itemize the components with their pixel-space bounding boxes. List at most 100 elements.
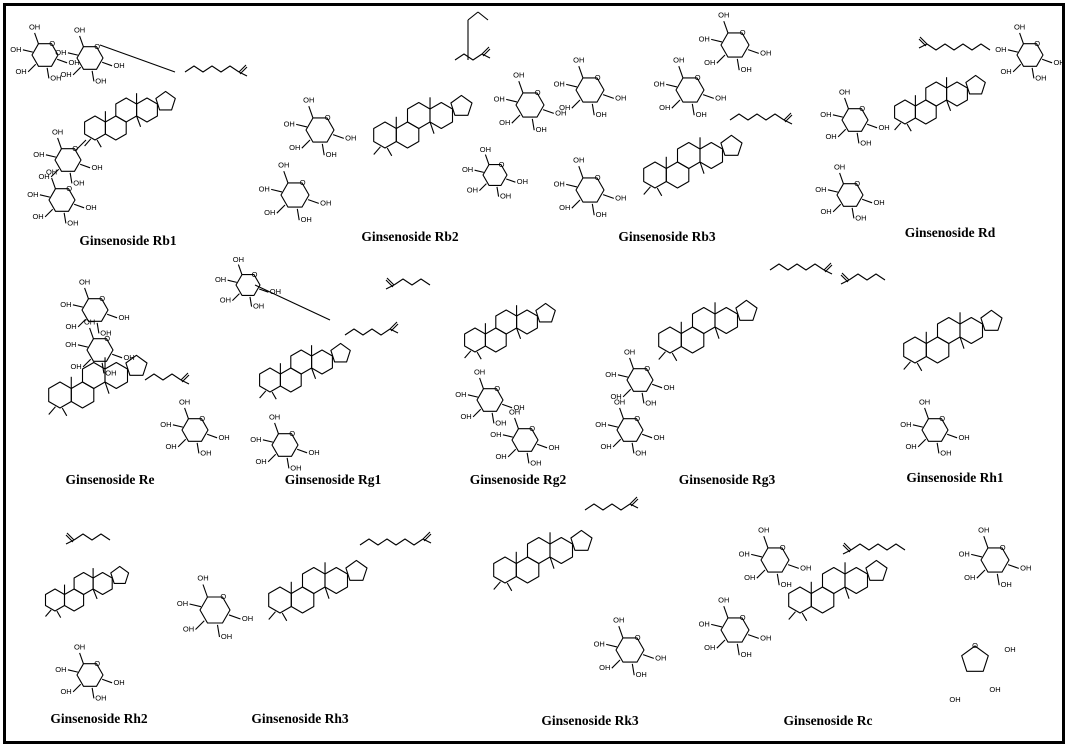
structure-rb1: OOHOHOHOHOHOOHOHOHOHOHOOHOHOHOHOHOOHOHOH… [10,23,248,227]
hydroxyl-label: OH [760,633,771,642]
hydroxyl-label: OH [825,132,836,141]
ring-oxygen-label: O [529,424,535,433]
hydroxyl-label: OH [696,110,707,119]
hydroxyl-label: OH [654,79,665,88]
hydroxyl-label: OH [573,56,584,65]
hydroxyl-label: OH [197,573,208,582]
hydroxyl-label: OH [741,650,752,659]
hydroxyl-label: OH [308,448,319,457]
hydroxyl-label: OH [839,88,850,97]
hydroxyl-label: OH [455,390,466,399]
hydroxyl-label: OH [1053,58,1064,67]
hydroxyl-label: OH [320,198,331,207]
hydroxyl-label: OH [220,296,231,305]
hydroxyl-label: OH [67,218,78,227]
hydroxyl-label: OH [70,362,81,371]
hydroxyl-label: OH [900,420,911,429]
hydroxyl-label: OH [1035,73,1046,82]
ring-oxygen-label: O [939,414,945,423]
caption-rd: Ginsenoside Rd [904,225,996,240]
hydroxyl-label: OH [50,73,61,82]
hydroxyl-label: OH [462,165,473,174]
hydroxyl-label: OH [673,56,684,65]
hydroxyl-label: OH [718,11,729,20]
hydroxyl-label: OH [95,76,106,85]
hydroxyl-label: OH [218,433,229,442]
ring-oxygen-label: O [300,178,306,187]
ring-oxygen-label: O [695,73,701,82]
hydroxyl-label: OH [160,420,171,429]
hydroxyl-label: OH [820,207,831,216]
ring-oxygen-label: O [595,173,601,182]
hydroxyl-label: OH [278,161,289,170]
hydroxyl-label: OH [253,302,264,311]
hydroxyl-label: OH [480,145,491,154]
hydroxyl-label: OH [718,596,729,605]
hydroxyl-label: OH [1020,563,1031,572]
hydroxyl-label: OH [613,616,624,625]
hydroxyl-label: OH [15,67,26,76]
hydroxyl-label: OH [554,179,565,188]
hydroxyl-label: OH [60,70,71,79]
hydroxyl-label: OH [326,150,337,159]
hydroxyl-label: OH [113,61,124,70]
caption-rg3: Ginsenoside Rg3 [678,472,776,487]
hydroxyl-label: OH [704,58,715,67]
hydroxyl-label: OH [60,687,71,696]
hydroxyl-label: OH [29,23,40,32]
hydroxyl-label: OH [250,435,261,444]
caption-rc: Ginsenoside Rc [783,713,873,728]
hydroxyl-label: OH [509,408,520,417]
hydroxyl-label: OH [559,103,570,112]
hydroxyl-label: OH [517,177,528,186]
hydroxyl-label: OH [636,670,647,679]
hydroxyl-label: OH [74,643,85,652]
ring-oxygen-label: O [49,39,55,48]
hydroxyl-label: OH [653,433,664,442]
ring-oxygen-label: O [289,429,295,438]
hydroxyl-label: OH [215,275,226,284]
hydroxyl-label: OH [494,94,505,103]
hydroxyl-label: OH [499,118,510,127]
hydroxyl-label: OH [490,430,501,439]
ring-oxygen-label: O [499,160,505,169]
hydroxyl-label: OH [699,619,710,628]
caption-rh2: Ginsenoside Rh2 [50,711,148,726]
ring-oxygen-label: O [635,633,641,642]
hydroxyl-label: OH [573,156,584,165]
hydroxyl-label: OH [460,412,471,421]
hydroxyl-label: OH [958,433,969,442]
hydroxyl-label: OH [905,442,916,451]
hydroxyl-label: OH [919,398,930,407]
hydroxyl-label: OH [1004,645,1015,654]
ring-oxygen-label: O [494,384,500,393]
hydroxyl-label: OH [474,368,485,377]
ring-oxygen-label: O [854,179,860,188]
hydroxyl-label: OH [55,48,66,57]
hydroxyl-label: OH [177,599,188,608]
hydroxyl-label: OH [221,632,232,641]
hydroxyl-label: OH [123,353,134,362]
hydroxyl-label: OH [301,215,312,224]
ring-oxygen-label: O [104,334,110,343]
ring-oxygen-label: O [99,294,105,303]
hydroxyl-label: OH [978,526,989,535]
hydroxyl-label: OH [269,413,280,422]
hydroxyl-label: OH [1000,67,1011,76]
hydroxyl-label: OH [995,45,1006,54]
hydroxyl-label: OH [615,193,626,202]
hydroxyl-label: OH [659,103,670,112]
ring-oxygen-label: O [780,543,786,552]
hydroxyl-label: OH [68,58,79,67]
hydroxyl-label: OH [704,643,715,652]
ring-oxygen-label: O [535,88,541,97]
hydroxyl-label: OH [989,685,1000,694]
hydroxyl-label: OH [345,133,356,142]
hydroxyl-label: OH [834,163,845,172]
hydroxyl-label: OH [255,457,266,466]
